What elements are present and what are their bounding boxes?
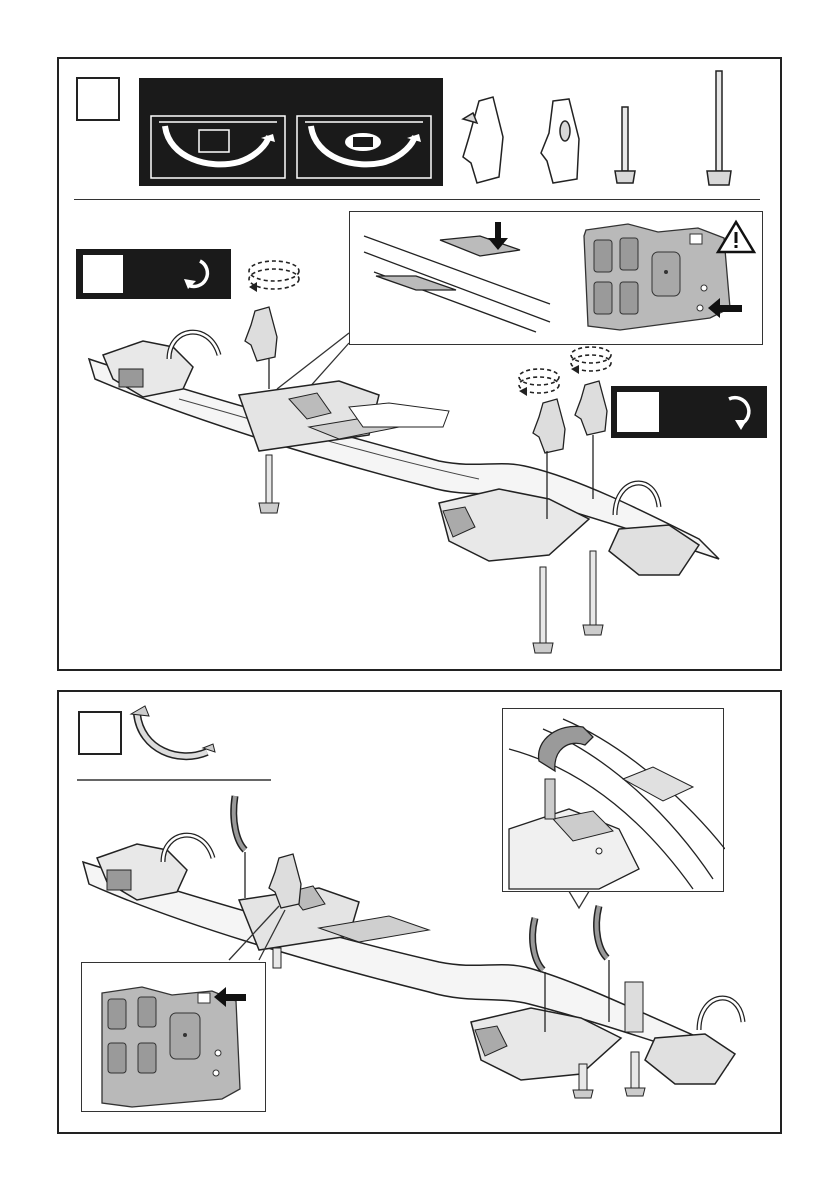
plate-detail-illustration: [82, 963, 267, 1113]
clamp-part: [131, 706, 215, 756]
plate-detail-inset: [81, 962, 266, 1112]
step-1-panel: [57, 57, 782, 671]
bolt-below-3: [583, 551, 603, 635]
bolt-below-2: [533, 567, 553, 653]
holder-on-rail-1: [245, 261, 299, 389]
step-2-panel: [57, 690, 782, 1134]
bolt-below-1: [259, 455, 279, 513]
clamp-above-rail-1: [234, 796, 245, 898]
bike-carrier-illustration: [59, 59, 784, 673]
clamp-detail-inset: [502, 708, 724, 892]
holder-on-rail-3: [571, 347, 611, 499]
clamp-detail-illustration: [503, 709, 725, 893]
